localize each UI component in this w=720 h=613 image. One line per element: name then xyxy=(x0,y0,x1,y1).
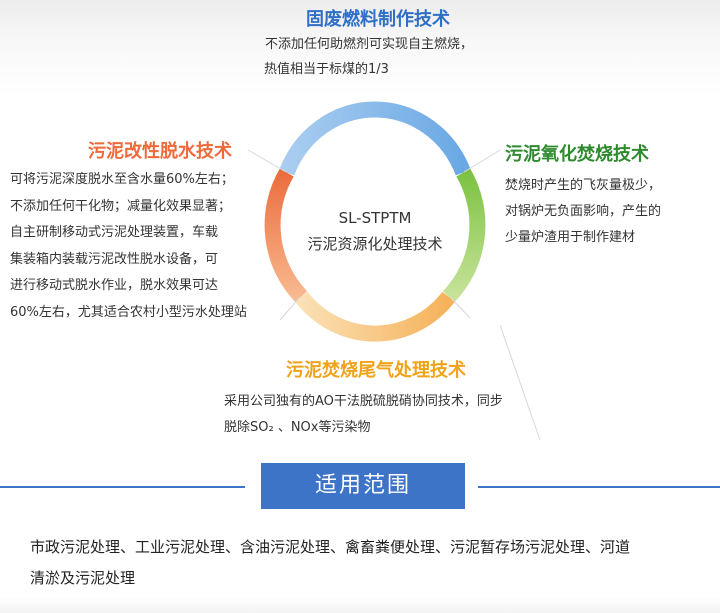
exhaust-tech-line: 采用公司独有的AO干法脱硫脱硝协同技术，同步 xyxy=(224,394,503,409)
incineration-tech-line: 少量炉渣用于制作建材 xyxy=(505,230,636,245)
scope-divider-left xyxy=(0,486,245,488)
ring-center-label: SL-STPTM 污泥资源化处理技术 xyxy=(275,205,475,257)
scope-line: 清淤及污泥处理 xyxy=(30,569,136,587)
scope-description: 市政污泥处理、工业污泥处理、含油污泥处理、禽畜粪便处理、污泥暂存场污泥处理、河道… xyxy=(30,532,690,594)
ring-segment-blue xyxy=(279,101,471,176)
fuel-tech-line: 热值相当于标煤的1/3 xyxy=(264,62,389,77)
fuel-tech-line: 不添加任何助燃剂可实现自主燃烧， xyxy=(265,37,474,52)
divider-bottom-right xyxy=(499,324,541,441)
divider-lower-left xyxy=(279,296,301,321)
fuel-tech-title: 固废燃料制作技术 xyxy=(306,9,450,30)
ring-segment-orange xyxy=(295,291,455,342)
dewater-tech-title: 污泥改性脱水技术 xyxy=(88,141,232,162)
fuel-tech-block: 固废燃料制作技术 不添加任何助燃剂可实现自主燃烧， 热值相当于标煤的1/3 xyxy=(232,8,532,82)
incineration-tech-block: 污泥氧化焚烧技术 焚烧时产生的飞灰量极少， 对锅炉无负面影响，产生的 少量炉渣用… xyxy=(505,143,715,251)
dewater-tech-line: 60%左右，尤其适合农村小型污水处理站 xyxy=(10,304,247,320)
incineration-tech-title: 污泥氧化焚烧技术 xyxy=(505,144,649,165)
center-subtitle: 污泥资源化处理技术 xyxy=(307,235,443,253)
dewater-tech-block: 污泥改性脱水技术 可将污泥深度脱水至含水量60%左右； 不添加任何干化物；减量化… xyxy=(10,140,280,326)
incineration-tech-line: 对锅炉无负面影响，产生的 xyxy=(505,204,662,219)
scope-title: 适用范围 xyxy=(261,463,465,509)
incineration-tech-line: 焚烧时产生的飞灰量极少， xyxy=(505,178,662,193)
dewater-tech-line: 可将污泥深度脱水至含水量60%左右； xyxy=(10,172,234,187)
dewater-tech-line: 不添加任何干化物；减量化效果显著； xyxy=(10,198,232,214)
center-code: SL-STPTM xyxy=(338,209,412,227)
divider-upper-left xyxy=(247,149,287,173)
top-background xyxy=(0,0,720,95)
exhaust-tech-line: 脱除SO₂ 、NOx等污染物 xyxy=(224,420,371,435)
divider-lower-right xyxy=(449,296,471,319)
dewater-tech-line: 进行移动式脱水作业，脱水效果可达 xyxy=(10,278,219,293)
scope-divider-right xyxy=(478,486,720,488)
divider-upper-right xyxy=(463,149,501,173)
ring-segment-red xyxy=(264,168,308,303)
dewater-tech-line: 集装箱内装载污泥改性脱水设备，可 xyxy=(10,251,219,267)
exhaust-tech-block: 污泥焚烧尾气处理技术 采用公司独有的AO干法脱硫脱硝协同技术，同步 脱除SO₂ … xyxy=(224,359,554,441)
dewater-tech-line: 自主研制移动式污泥处理装置，车载 xyxy=(10,225,219,240)
exhaust-tech-title: 污泥焚烧尾气处理技术 xyxy=(286,360,466,381)
ring-segment-green xyxy=(442,168,486,303)
scope-line: 市政污泥处理、工业污泥处理、含油污泥处理、禽畜粪便处理、污泥暂存场污泥处理、河道 xyxy=(30,538,631,556)
bottom-background xyxy=(0,596,720,613)
